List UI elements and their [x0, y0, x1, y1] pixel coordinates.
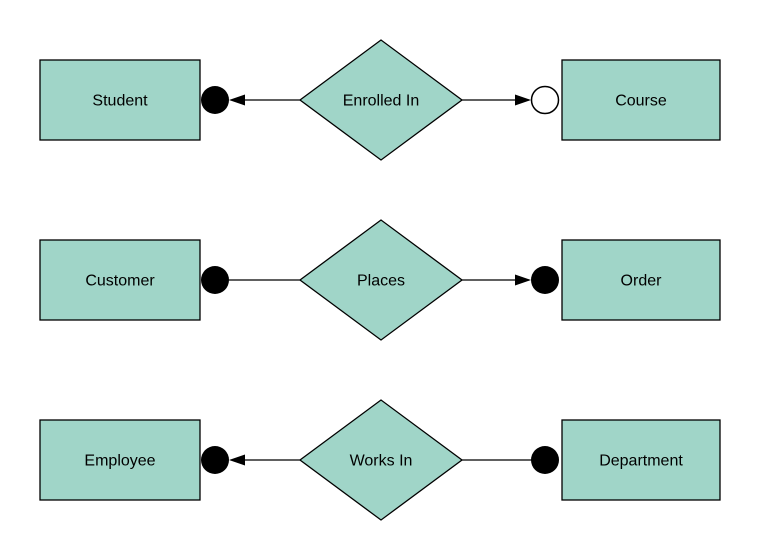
- entity-employee-label: Employee: [84, 453, 155, 470]
- relationship-works-in-diamond: [298, 399, 464, 521]
- right-arrowhead-icon: [515, 274, 531, 286]
- left-arrowhead-icon: [229, 454, 245, 466]
- entity-order-box: [561, 239, 721, 321]
- filled-circle-terminal-icon: [531, 266, 559, 294]
- entity-department-label: Department: [599, 453, 683, 470]
- right-arrowhead-icon: [515, 94, 531, 106]
- relationship-works-in-label: Works In: [350, 453, 413, 470]
- entity-course-label: Course: [615, 93, 667, 110]
- relationship-places-label: Places: [357, 273, 405, 290]
- relationship-places-diamond: [298, 219, 464, 341]
- relationship-enrolled-in-diamond: [298, 39, 464, 161]
- entity-department-box: [561, 419, 721, 501]
- entity-employee-box: [39, 419, 201, 501]
- entity-student-box: [39, 59, 201, 141]
- relationship-row-works-in: Employee Works In Department: [39, 399, 721, 521]
- relationship-enrolled-in-label: Enrolled In: [343, 93, 420, 110]
- filled-circle-terminal-icon: [531, 446, 559, 474]
- entity-student-label: Student: [92, 93, 148, 110]
- left-arrowhead-icon: [229, 94, 245, 106]
- entity-course-box: [561, 59, 721, 141]
- entity-order-label: Order: [621, 273, 663, 290]
- filled-circle-terminal-icon: [201, 86, 229, 114]
- open-circle-terminal-icon: [530, 85, 560, 115]
- entity-customer-box: [39, 239, 201, 321]
- relationship-row-enrolled-in: Student Enrolled In Course: [39, 39, 721, 161]
- relationship-row-places: Customer Places Order: [39, 219, 721, 341]
- filled-circle-terminal-icon: [201, 446, 229, 474]
- filled-circle-terminal-icon: [201, 266, 229, 294]
- entity-customer-label: Customer: [85, 273, 155, 290]
